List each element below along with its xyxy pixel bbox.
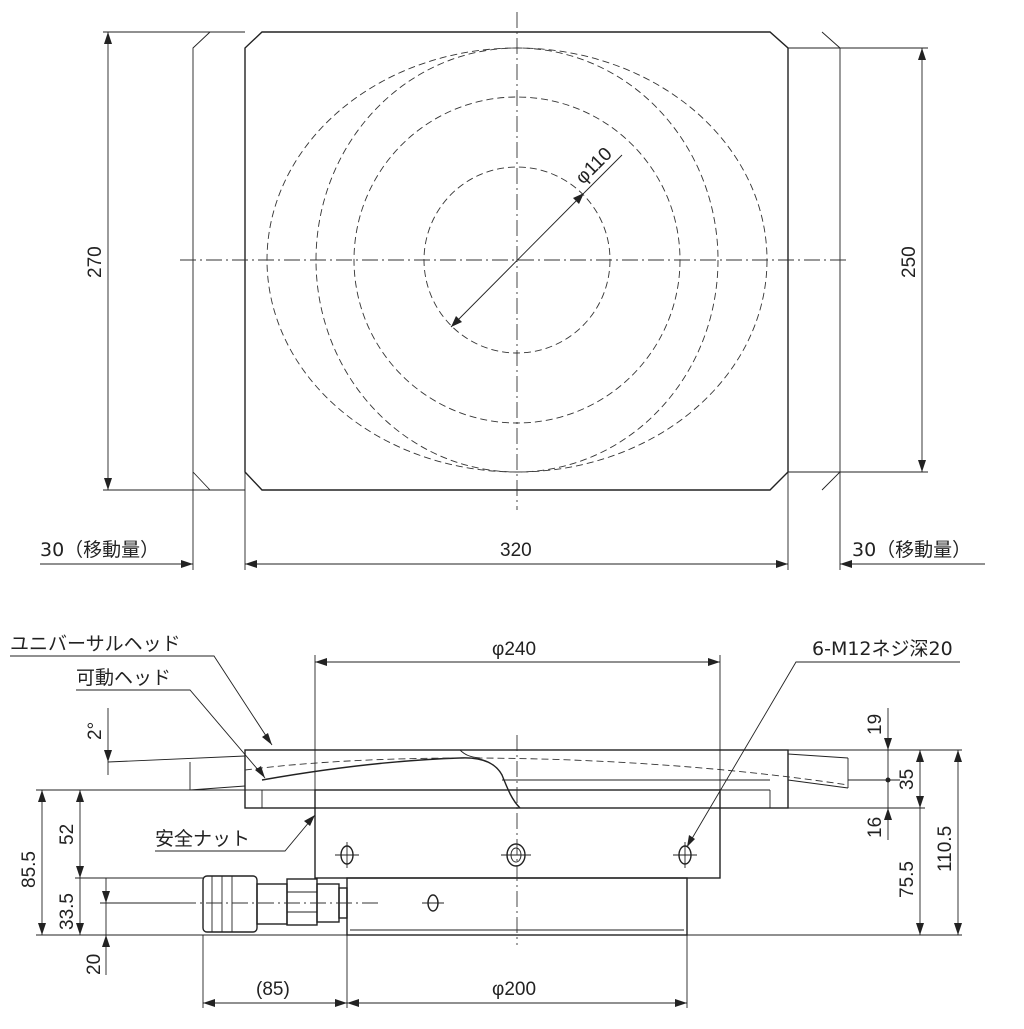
screw-hole-center [501, 843, 531, 867]
tilt-ghost-right-bottom [787, 779, 849, 789]
dim-75-5-label: 75.5 [897, 861, 918, 898]
dim-52-arrow-top [76, 790, 84, 802]
universal-head-profile [261, 757, 521, 809]
dim-travel-left-arrow [181, 560, 193, 568]
dim-250-arrow-top [918, 48, 926, 60]
angle-2-label: 2° [85, 722, 106, 740]
dim-16-arrow [884, 808, 892, 820]
dim-phi200-arrow-right [675, 999, 687, 1007]
safety-nut-label: 安全ナット [155, 828, 250, 850]
dim-travel-right-arrow [840, 560, 852, 568]
travel-right-label: 30（移動量） [852, 539, 971, 561]
phi110-arrow-end [573, 193, 584, 204]
dim-19-arrow [884, 738, 892, 750]
dim-33-5-label: 33.5 [57, 893, 78, 930]
phi110-label: φ110 [572, 144, 617, 189]
travel-left-label: 30（移動量） [40, 539, 159, 561]
tilt-dashed-curve [244, 757, 849, 786]
dim-270-arrow-top [104, 32, 112, 44]
dim-75-5-arrow-bottom [916, 923, 924, 935]
universal-head-arrow [262, 733, 272, 745]
dim-phi240-arrow-right [708, 658, 720, 666]
universal-head-taper [459, 749, 481, 759]
dim-35-label: 35 [897, 769, 918, 790]
dim-250-label: 250 [899, 246, 920, 278]
dim-85-label: (85) [256, 979, 290, 1000]
top-plate-outline [244, 31, 789, 491]
dim-20-label: 20 [84, 954, 105, 975]
dim-phi240-arrow-left [315, 658, 327, 666]
base-hole [422, 894, 444, 912]
dim-85-5-label: 85.5 [19, 851, 40, 888]
movable-head-leader [76, 689, 266, 779]
dim-20-arrow-bottom [102, 935, 110, 947]
screw-spec-arrow [687, 835, 695, 847]
dim-35-arrow-top [916, 750, 924, 762]
dim-110-5-arrow-top [954, 750, 962, 762]
universal-head-leader [10, 655, 273, 746]
angle-2-arrow [104, 750, 112, 762]
dim-85-5-arrow-bottom [38, 923, 46, 935]
dim-35-arrow-bottom [916, 796, 924, 808]
left-travel-edge [192, 31, 211, 491]
dim-85-5-arrow-top [38, 790, 46, 802]
dim-320-label: 320 [500, 540, 532, 561]
phi110-leader [583, 154, 623, 194]
phi200-label: φ200 [492, 979, 536, 1000]
dim-20-arrow-top [102, 891, 110, 903]
body-block [314, 789, 721, 879]
right-travel-edge [821, 31, 841, 491]
tilt-ghost-left-top [107, 755, 246, 763]
head-plate [244, 749, 789, 809]
screw-spec-label: 6-M12ネジ深20 [812, 638, 953, 660]
air-connector [202, 875, 348, 933]
side-view: φ240 [10, 633, 962, 1008]
tilt-ghost-left-bottom [189, 785, 246, 791]
screw-hole-right [673, 842, 697, 868]
dim-16-label: 16 [865, 817, 886, 838]
movable-head-label: 可動ヘッド [76, 667, 171, 689]
universal-head-label: ユニバーサルヘッド [10, 633, 181, 655]
dim-52-arrow-bottom [76, 866, 84, 878]
dim-phi200-arrow-left [347, 999, 359, 1007]
dim-320-arrow-left [245, 560, 257, 568]
screw-spec-leader [686, 661, 960, 848]
phi110-dimension-line [450, 192, 585, 328]
dim-110-5-label: 110.5 [935, 826, 956, 872]
dim-52-label: 52 [57, 824, 78, 845]
movable-head-arrow [255, 766, 265, 778]
dim-270-arrow-bottom [104, 478, 112, 490]
dim-33-5-arrow-bottom [76, 923, 84, 935]
dim-250-arrow-bottom [918, 460, 926, 472]
safety-nut-arrow [304, 815, 315, 826]
top-view: φ110 270 250 30（移動量） 320 30（移動量） [40, 12, 985, 570]
safety-nut-leader [155, 814, 316, 852]
dim-85-arrow-left [203, 999, 215, 1007]
dim-110-5-arrow-bottom [954, 923, 962, 935]
phi240-label: φ240 [492, 639, 536, 660]
phi110-arrow-start [451, 316, 462, 327]
tilt-ghost-right-top [787, 753, 849, 759]
screw-hole-left [335, 842, 359, 868]
dim-85-arrow-right [335, 999, 347, 1007]
dim-320-arrow-right [776, 560, 788, 568]
dim-270-label: 270 [85, 246, 106, 278]
dim-19-label: 19 [865, 714, 886, 735]
